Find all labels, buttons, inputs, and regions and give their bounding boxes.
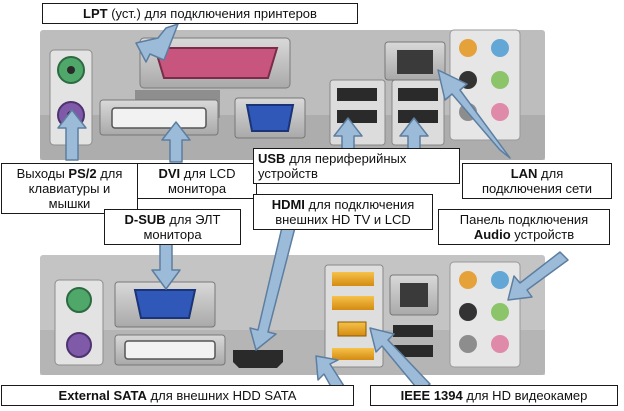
label-hdmi: HDMI для подключения внешних HD TV и LCD [253,194,433,230]
arrow-ps2 [57,109,87,161]
label-ps2-bold: PS/2 [68,166,97,181]
usb-port-bottom-1 [393,325,433,337]
audio-jack-pink [491,103,509,121]
label-esata: External SATA для внешних HDD SATA [1,385,354,406]
usb-port-2 [337,110,377,123]
usb-port-3 [398,88,438,101]
label-usb-line2: устройств [258,166,318,181]
dvi-port [111,107,207,129]
ps2-keyboard-port-bottom [66,332,92,358]
vga-port [245,104,295,132]
label-lan-text: для [537,166,564,181]
arrow-hdmi [249,209,299,351]
label-dsub: D-SUB для ЭЛТ монитора [104,209,241,245]
label-lan-bold: LAN [510,166,538,181]
lan-socket-bottom [400,283,428,307]
arrow-firewire-top [369,327,431,393]
label-audio-bold: Audio [473,227,511,242]
label-usb: USB для периферийных устройств [253,148,460,184]
audio-jack-blue [491,39,509,57]
label-audio-text: устройств [510,227,575,242]
label-lan-line1: LAN для [467,166,607,181]
arrow-usb-right [399,117,429,151]
usb-port-bottom-2 [393,345,433,357]
audio-jack-bottom-gray [459,335,477,353]
ps2-mouse-pin [67,66,75,74]
arrow-dvi [161,121,191,163]
label-lan-line2: подключения сети [481,181,593,196]
label-hdmi-bold: HDMI [271,197,305,212]
label-lpt-bold: LPT [83,6,108,21]
hdmi-port [233,350,283,368]
arrow-usb-left [333,117,363,151]
label-dsub-bold: D-SUB [124,212,166,227]
label-lpt-text: (уст.) для подключения принтеров [107,6,317,21]
top-io-panel [40,29,545,160]
label-ps2-line3: мышки [48,196,91,211]
usb-port-4 [398,110,438,123]
label-hdmi-line1: HDMI для подключения [258,197,428,212]
audio-jack-orange [459,39,477,57]
lpt-port [153,47,279,79]
label-dsub-text: для ЭЛТ [165,212,221,227]
label-ieee-text: для HD видеокамер [462,388,588,403]
label-ps2-pre: Выходы [16,166,69,181]
audio-jack-bottom-pink [491,335,509,353]
dvi-port-bottom [124,340,216,360]
label-dsub-line2: монитора [143,227,202,242]
arrow-esata [315,355,345,393]
bottom-io-panel [40,255,545,375]
lan-socket [397,50,433,74]
label-ps2: Выходы PS/2 для клавиатуры и мышки [1,163,138,214]
label-hdmi-line2: внешних HD TV и LCD [275,212,411,227]
label-lan: LAN для подключения сети [462,163,612,199]
label-esata-bold: External SATA [58,388,147,403]
audio-jack-bottom-blue [491,271,509,289]
label-lpt: LPT (уст.) для подключения принтеров [42,3,358,24]
label-esata-text: для внешних HDD SATA [146,388,297,403]
vga-port-bottom [133,289,197,319]
label-usb-line1: USB для периферийных [258,151,455,166]
label-dvi-bold: DVI [158,166,181,181]
label-hdmi-text: для подключения [304,197,415,212]
label-usb-text: для периферийных [285,151,407,166]
firewire-esata-stack [324,264,384,368]
arrow-lan [437,69,511,159]
usb-gold-1 [332,272,374,286]
esata-port [332,348,374,360]
arrow-audio [507,251,569,301]
arrow-lpt [135,23,179,63]
label-dsub-line1: D-SUB для ЭЛТ [109,212,236,227]
label-dvi: DVI для LCD монитора [137,163,257,199]
label-ps2-line1: Выходы PS/2 для [6,166,133,181]
label-dvi-text: для LCD [180,166,236,181]
label-dvi-line1: DVI для LCD [142,166,252,181]
label-ieee1394: IEEE 1394 для HD видеокамер [370,385,618,406]
audio-jack-bottom-orange [459,271,477,289]
usb-port-1 [337,88,377,101]
label-ps2-post: для [96,166,123,181]
label-usb-bold: USB [258,151,286,166]
audio-jack-green [491,71,509,89]
label-audio-line1: Панель подключения [459,212,589,227]
audio-jack-bottom-black [459,303,477,321]
audio-jack-bottom-green [491,303,509,321]
label-ieee-bold: IEEE 1394 [400,388,463,403]
label-audio-line2: Audio устройств [443,227,605,242]
ps2-mouse-port-bottom [66,287,92,313]
label-dvi-line2: монитора [167,181,227,196]
callout-arrows [57,23,569,393]
usb-gold-2 [332,296,374,310]
label-ps2-line2: клавиатуры и [28,181,111,196]
firewire-port [337,321,367,337]
label-audio: Панель подключения Audio устройств [438,209,610,245]
